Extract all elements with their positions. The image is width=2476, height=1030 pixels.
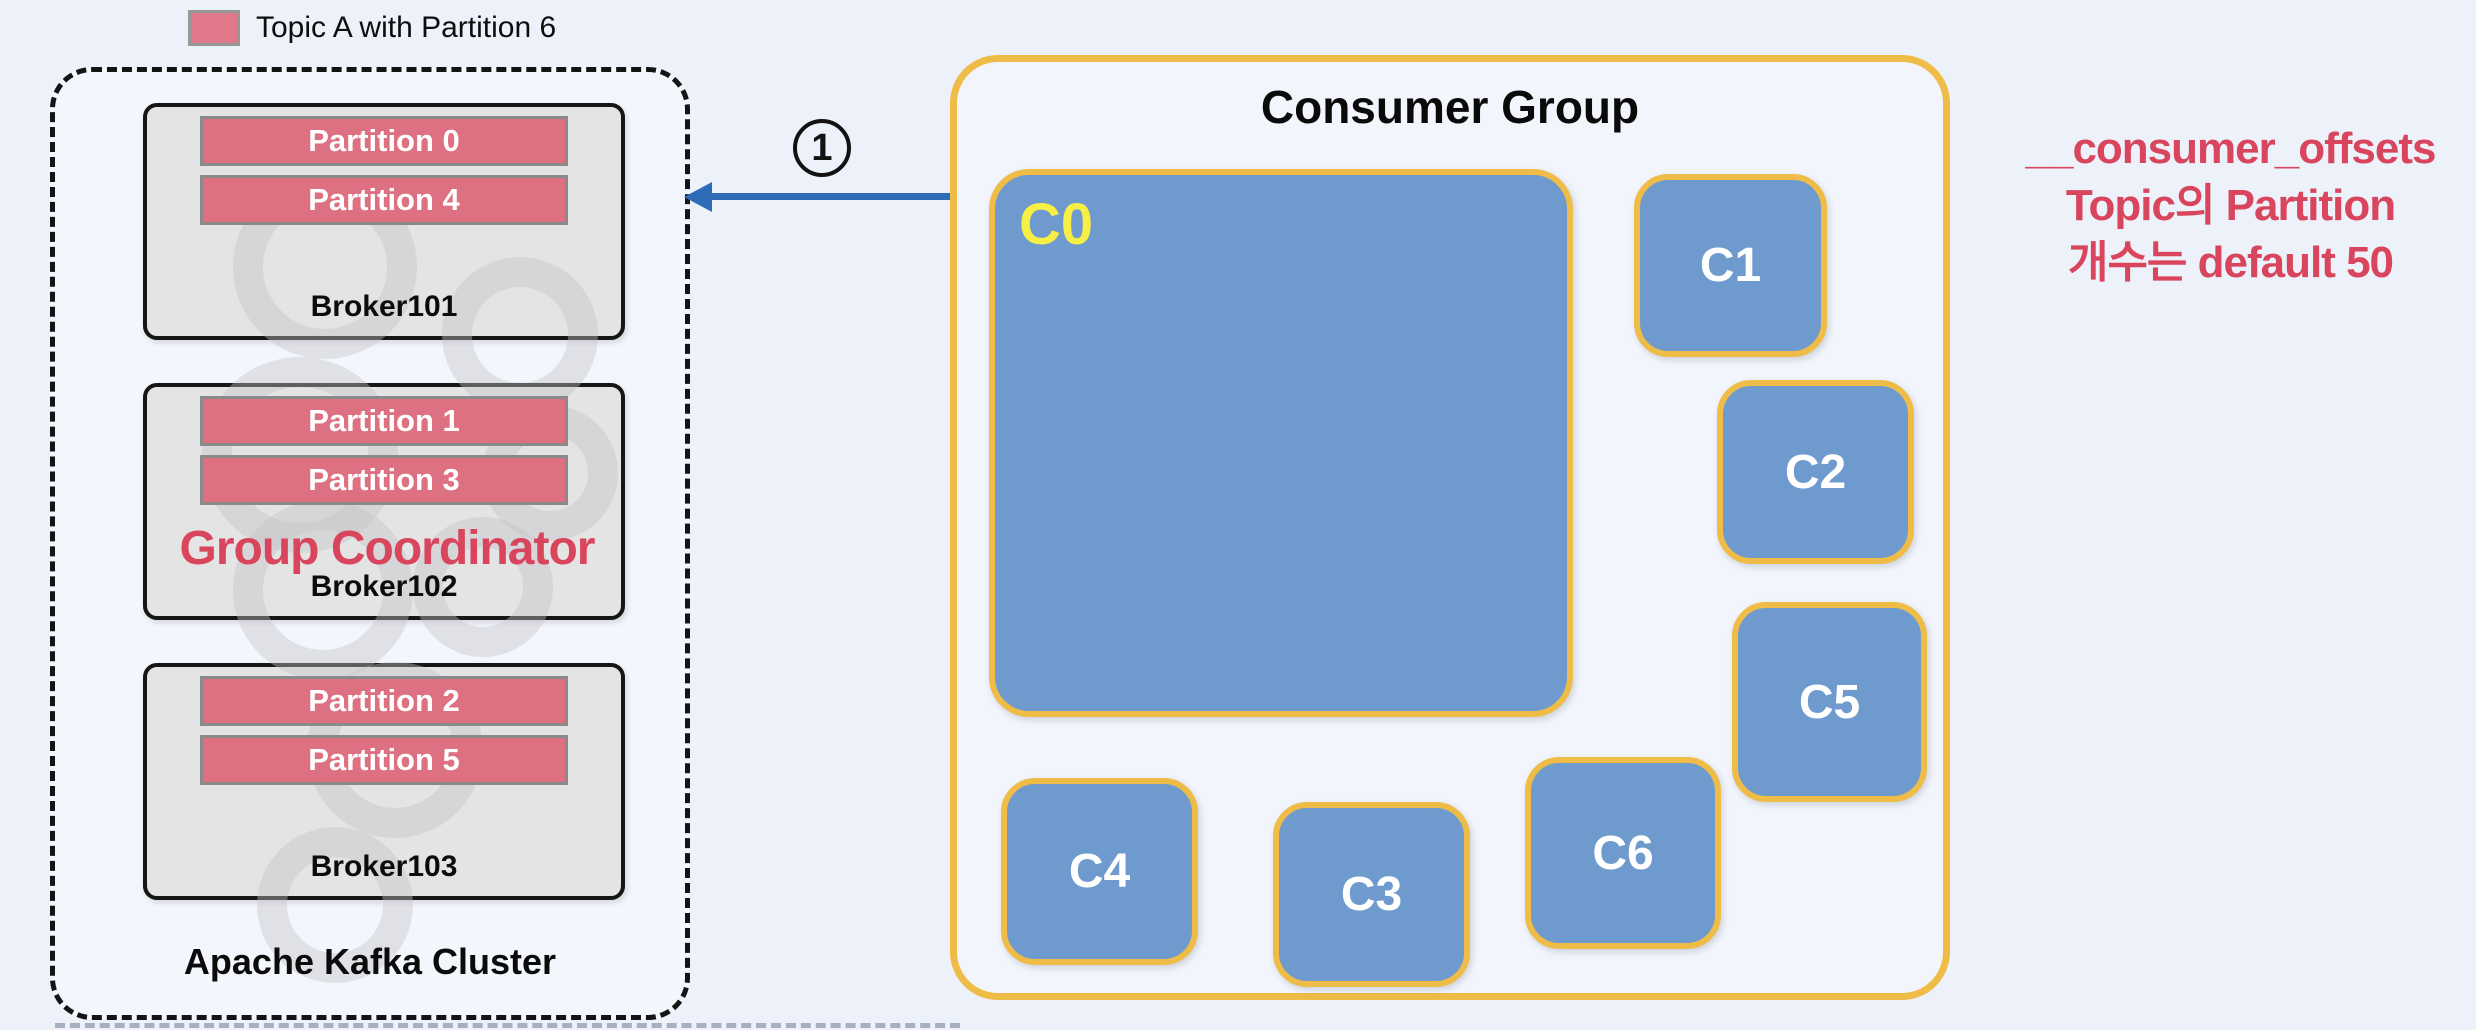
partition-bar: Partition 3 xyxy=(200,455,568,505)
consumer-c4: C4 xyxy=(1001,778,1198,965)
partition-bar: Partition 1 xyxy=(200,396,568,446)
cluster-title: Apache Kafka Cluster xyxy=(183,941,557,982)
fetch-arrow-head-icon xyxy=(684,182,712,212)
note-line: __consumer_offsets xyxy=(2025,124,2437,173)
consumer-group-title: Consumer Group xyxy=(1260,81,1640,133)
consumer-offsets-note: __consumer_offsets Topic의 Partition 개수는 … xyxy=(1985,120,2476,292)
consumer-group-box: Consumer Group C0 C1 C2 C3 C4 C5 C6 xyxy=(950,55,1950,1000)
topic-a-swatch xyxy=(188,10,240,46)
fetch-arrow xyxy=(708,193,984,200)
gears-watermark xyxy=(442,257,598,413)
partition-bar: Partition 2 xyxy=(200,676,568,726)
partition-bar: Partition 5 xyxy=(200,735,568,785)
broker-name: Broker101 xyxy=(310,290,458,323)
consumer-c5: C5 xyxy=(1732,602,1927,802)
consumer-c1: C1 xyxy=(1634,174,1827,357)
partition-bar: Partition 4 xyxy=(200,175,568,225)
consumer-c3: C3 xyxy=(1273,802,1470,987)
group-coordinator-label: Group Coordinator xyxy=(179,522,596,575)
broker-102-box: Partition 1 Partition 3 Group Coordinato… xyxy=(143,383,625,620)
broker-name: Broker103 xyxy=(310,850,458,883)
clipped-dashed-edge xyxy=(55,1023,960,1030)
consumer-c0: C0 xyxy=(989,169,1573,717)
step-1-badge: 1 xyxy=(793,119,851,177)
kafka-cluster-box: Partition 0 Partition 4 Broker101 Partit… xyxy=(50,67,690,1020)
broker-name: Broker102 xyxy=(310,570,458,603)
consumer-c2: C2 xyxy=(1717,380,1914,564)
legend: Topic A with Partition 6 xyxy=(188,10,556,46)
legend-label: Topic A with Partition 6 xyxy=(256,11,557,44)
note-line: 개수는 default 50 xyxy=(2067,238,2394,288)
partition-bar: Partition 0 xyxy=(200,116,568,166)
broker-101-box: Partition 0 Partition 4 Broker101 xyxy=(143,103,625,340)
consumer-c6: C6 xyxy=(1525,757,1721,949)
note-line: Topic의 Partition xyxy=(2065,181,2396,231)
broker-103-box: Partition 2 Partition 5 Broker103 xyxy=(143,663,625,900)
